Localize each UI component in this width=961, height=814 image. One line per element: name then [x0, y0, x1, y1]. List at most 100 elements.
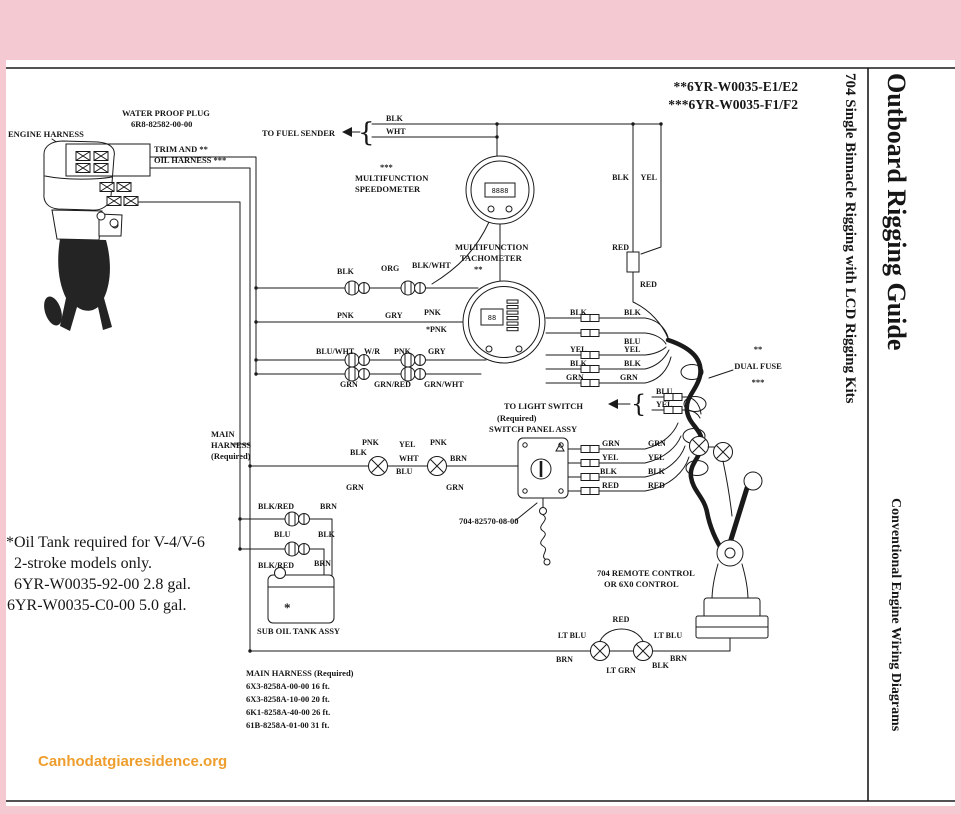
inline-fuse	[626, 251, 640, 273]
wire-label-gry: GRY	[428, 347, 446, 356]
wire-label-yel: YEL	[570, 345, 586, 354]
main-harness-label-3: (Required)	[211, 451, 251, 461]
water-proof-plug-label: WATER PROOF PLUG	[122, 108, 210, 118]
wire-label-blu: BLU	[656, 387, 673, 396]
trim-oil-label-1: TRIM AND **	[154, 144, 208, 154]
wire-label-grn-red: GRN/RED	[374, 380, 411, 389]
wire-label-brn: BRN	[314, 559, 331, 568]
wire-label-grn: GRN	[648, 439, 666, 448]
wire-label-blk: BLK	[648, 467, 666, 476]
part-number-2: ***6YR-W0035-F1/F2	[668, 97, 798, 112]
harness-bundle-coil	[665, 337, 733, 556]
wire-label-blk-red: BLK/RED	[258, 561, 294, 570]
wire-label-grn: GRN	[566, 373, 584, 382]
wire-label-grn: GRN	[620, 373, 638, 382]
wire-label-yel: YEL	[641, 173, 657, 182]
wire-label-blk: BLK	[624, 308, 642, 317]
wire-label-red: RED	[612, 243, 629, 252]
dual-fuse-stars-1: **	[754, 344, 763, 354]
wire-label-wht: WHT	[386, 127, 406, 136]
wire-label-brn: BRN	[556, 655, 573, 664]
wire-label-grn: GRN	[340, 380, 358, 389]
water-proof-plug-box	[65, 143, 151, 228]
tachometer-label-2: TACHOMETER	[460, 253, 523, 263]
wire-label-blk: BLK	[337, 267, 355, 276]
sub-oil-tank: *	[267, 567, 335, 624]
wire-label-blk: BLK	[386, 114, 404, 123]
oil-tank-note: *Oil Tank required for V-4/V-6 2-stroke …	[6, 534, 205, 614]
wire-label-yel: YEL	[656, 400, 672, 409]
speedometer-label-2: SPEEDOMETER	[355, 184, 421, 194]
switch-panel-label: SWITCH PANEL ASSY	[489, 424, 577, 434]
switch-panel-assy	[517, 437, 569, 566]
wire-label-blk-red: BLK/RED	[258, 502, 294, 511]
main-harness-list-title: MAIN HARNESS (Required)	[246, 668, 354, 678]
fuel-sender-brace: {	[358, 118, 375, 148]
wire-label-gry: GRY	[385, 311, 403, 320]
wire-label-yel: YEL	[648, 453, 664, 462]
wire-label-star-pnk: *PNK	[426, 325, 448, 334]
wire-label-blk: BLK	[612, 173, 630, 182]
tachometer-lcd: 88	[488, 314, 496, 322]
switch-panel-pn: 704-82570-08-00	[459, 516, 519, 526]
wire-junctions	[238, 122, 663, 653]
wire-label-grn: GRN	[602, 439, 620, 448]
main-harness-label-1: MAIN	[211, 429, 235, 439]
wire-label-lt-blu: LT BLU	[558, 631, 586, 640]
wire-label-brn: BRN	[670, 654, 687, 663]
main-harness-label-2: HARNESS	[211, 440, 251, 450]
wire-label-yel: YEL	[624, 345, 640, 354]
oil-tank-note-line4: 6YR-W0035-C0-00 5.0 gal.	[7, 597, 187, 614]
wire-label-blk: BLK	[652, 661, 670, 670]
main-harness-list-item: 61B-8258A-01-00 31 ft.	[246, 720, 329, 730]
wire-label-grn: GRN	[346, 483, 364, 492]
tachometer-label-1: MULTIFUNCTION	[455, 242, 529, 252]
wire-label-pnk: PNK	[337, 311, 355, 320]
wire-label-red: RED	[602, 481, 619, 490]
wire-label-brn: BRN	[320, 502, 337, 511]
to-fuel-sender-label: TO FUEL SENDER	[262, 128, 336, 138]
wire-label-pnk: PNK	[430, 438, 448, 447]
wire-label-blk-wht: BLK/WHT	[412, 261, 451, 270]
light-switch-arrow	[608, 399, 618, 409]
wire-label-red: RED	[648, 481, 665, 490]
speedometer-stars: ***	[380, 162, 393, 172]
remote-control-label-1: 704 REMOTE CONTROL	[597, 568, 695, 578]
wire-label-grn-wht: GRN/WHT	[424, 380, 464, 389]
wire-label-brn: BRN	[450, 454, 467, 463]
dual-fuse-stars-2: ***	[752, 377, 765, 387]
speedometer-gauge: 8888	[465, 155, 535, 225]
part-number-1: **6YR-W0035-E1/E2	[674, 79, 799, 94]
wire-label-yel: YEL	[602, 453, 618, 462]
wire-color-labels: BLK WHT BLK YEL RED RED BLK ORG BLK/WHT …	[258, 114, 687, 675]
wire-label-wht: WHT	[399, 454, 419, 463]
speedometer-label-1: MULTIFUNCTION	[355, 173, 429, 183]
wire-label-blu: BLU	[274, 530, 291, 539]
wire-label-blk: BLK	[600, 467, 618, 476]
light-switch-brace: {	[631, 390, 646, 418]
wire-label-blu: BLU	[624, 337, 641, 346]
trim-oil-label-2: OIL HARNESS ***	[154, 155, 226, 165]
tachometer-gauge: 88	[462, 280, 546, 364]
wire-label-blu-wht: BLU/WHT	[316, 347, 355, 356]
wire-label-blk: BLK	[624, 359, 642, 368]
watermark: Canhodatgiaresidence.org	[38, 753, 227, 770]
tachometer-stars: **	[474, 264, 483, 274]
wire-label-blk: BLK	[318, 530, 336, 539]
wire-label-blk: BLK	[570, 359, 588, 368]
dual-fuse-label: DUAL FUSE	[734, 361, 782, 371]
water-proof-plug-pn: 6R8-82582-00-00	[131, 119, 192, 129]
wire-label-blu: BLU	[396, 467, 413, 476]
wire-label-pnk: PNK	[394, 347, 412, 356]
switch-panel-required: (Required)	[497, 413, 537, 423]
main-harness-list: MAIN HARNESS (Required) 6X3-8258A-00-00 …	[246, 668, 354, 730]
wire-label-blk: BLK	[350, 448, 368, 457]
sidebar-guide-title: Outboard Rigging Guide	[882, 73, 911, 350]
speedometer-lcd: 8888	[492, 187, 509, 195]
wire-label-red: RED	[613, 615, 630, 624]
engine-harness-label: ENGINE HARNESS	[8, 129, 84, 139]
wire-label-pnk: PNK	[424, 308, 442, 317]
wire-label-org: ORG	[381, 264, 399, 273]
remote-control-label-2: OR 6X0 CONTROL	[604, 579, 679, 589]
